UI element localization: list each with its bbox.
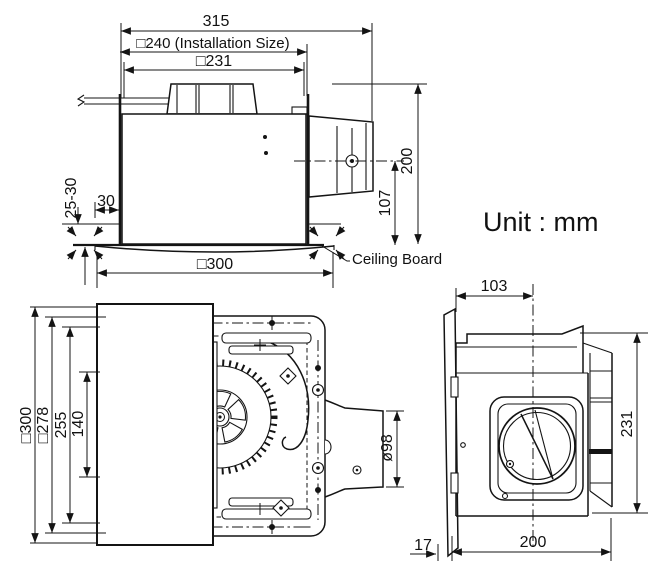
dim-231-label: 231 — [619, 411, 636, 438]
duct-outlet — [308, 115, 374, 198]
ceiling-board-label: Ceiling Board — [352, 251, 442, 268]
dim-duct-center-107: 107 — [377, 161, 399, 245]
dim-plan-255: 255 — [53, 326, 100, 524]
rear-ribs — [582, 342, 613, 508]
dim-plan-panel-300: □300 — [18, 306, 97, 544]
dim-200-label: 200 — [399, 148, 416, 175]
duct-outlet-plan — [324, 399, 384, 498]
side-view-object — [62, 83, 404, 260]
dim-height-200: 200 — [332, 83, 427, 244]
scroll-casing — [265, 340, 310, 451]
dim-200-end-label: 200 — [520, 534, 547, 551]
side-view: 315 □240 (Installation Size) □231 200 10… — [62, 13, 442, 288]
dim-flange-overlap: 30 — [94, 193, 119, 218]
dim-plan-body-278: □278 — [35, 316, 106, 534]
dim-107-label: 107 — [377, 190, 394, 217]
dim-duct-offset-103: 103 — [455, 278, 533, 312]
dim-plan-255-label: 255 — [53, 412, 70, 439]
power-cable — [76, 94, 172, 107]
dim-body-height-231: 231 — [580, 332, 648, 514]
end-view-object — [443, 284, 613, 558]
screw-dot — [264, 151, 268, 155]
dim-duct-diameter: ø98 — [379, 410, 404, 488]
dim-300-label: □300 — [197, 256, 233, 273]
dim-overall-width: 315 — [120, 13, 373, 121]
dim-body-width: □231 — [123, 53, 305, 98]
cut-mark-right — [308, 226, 346, 260]
dim-231-label: □231 — [196, 53, 232, 70]
dim-panel-thickness-17: 17 — [410, 537, 439, 561]
unit-label: Unit : mm — [483, 207, 599, 237]
dim-installation-size: □240 (Installation Size) — [119, 35, 308, 96]
bottom-view-object — [96, 303, 384, 546]
dim-103-label: 103 — [481, 278, 508, 295]
dim-17-label: 17 — [414, 537, 432, 554]
decorative-panel-outline — [96, 303, 214, 546]
dim-panel-width: □300 — [96, 252, 334, 288]
dim-plan-140-label: 140 — [70, 411, 87, 438]
housing-outline — [213, 315, 326, 537]
side-band-screws — [311, 365, 332, 493]
dim-plan-278-label: □278 — [35, 407, 52, 443]
dim-plan-300-label: □300 — [18, 407, 35, 443]
ceiling-board-callout: Ceiling Board — [321, 245, 442, 268]
damper — [520, 413, 554, 480]
cut-mark-left — [66, 226, 104, 260]
dim-body-width-200: 200 — [451, 518, 612, 561]
panel-edge — [443, 307, 459, 558]
motor-housing — [166, 83, 258, 115]
screw-dot — [263, 135, 267, 139]
decorative-panel — [94, 245, 335, 253]
dim-25-30-label: 25-30 — [63, 177, 80, 218]
dim-315-label: 315 — [203, 13, 230, 30]
dim-240-label: □240 (Installation Size) — [136, 35, 289, 52]
duct-adapter-face — [489, 396, 584, 501]
end-body — [450, 324, 589, 517]
terminal-box — [291, 106, 308, 115]
dim-ceiling-thickness: 25-30 — [63, 177, 89, 285]
ceiling — [62, 223, 341, 253]
bottom-view: □300 □278 255 140 ø98 — [18, 303, 404, 546]
fan-body — [121, 113, 307, 245]
dim-o98-label: ø98 — [379, 434, 396, 462]
dim-plan-140: 140 — [70, 371, 100, 478]
end-view: 103 231 200 17 — [410, 278, 648, 561]
dim-30-label: 30 — [97, 193, 115, 210]
mounting-brackets — [221, 332, 312, 520]
